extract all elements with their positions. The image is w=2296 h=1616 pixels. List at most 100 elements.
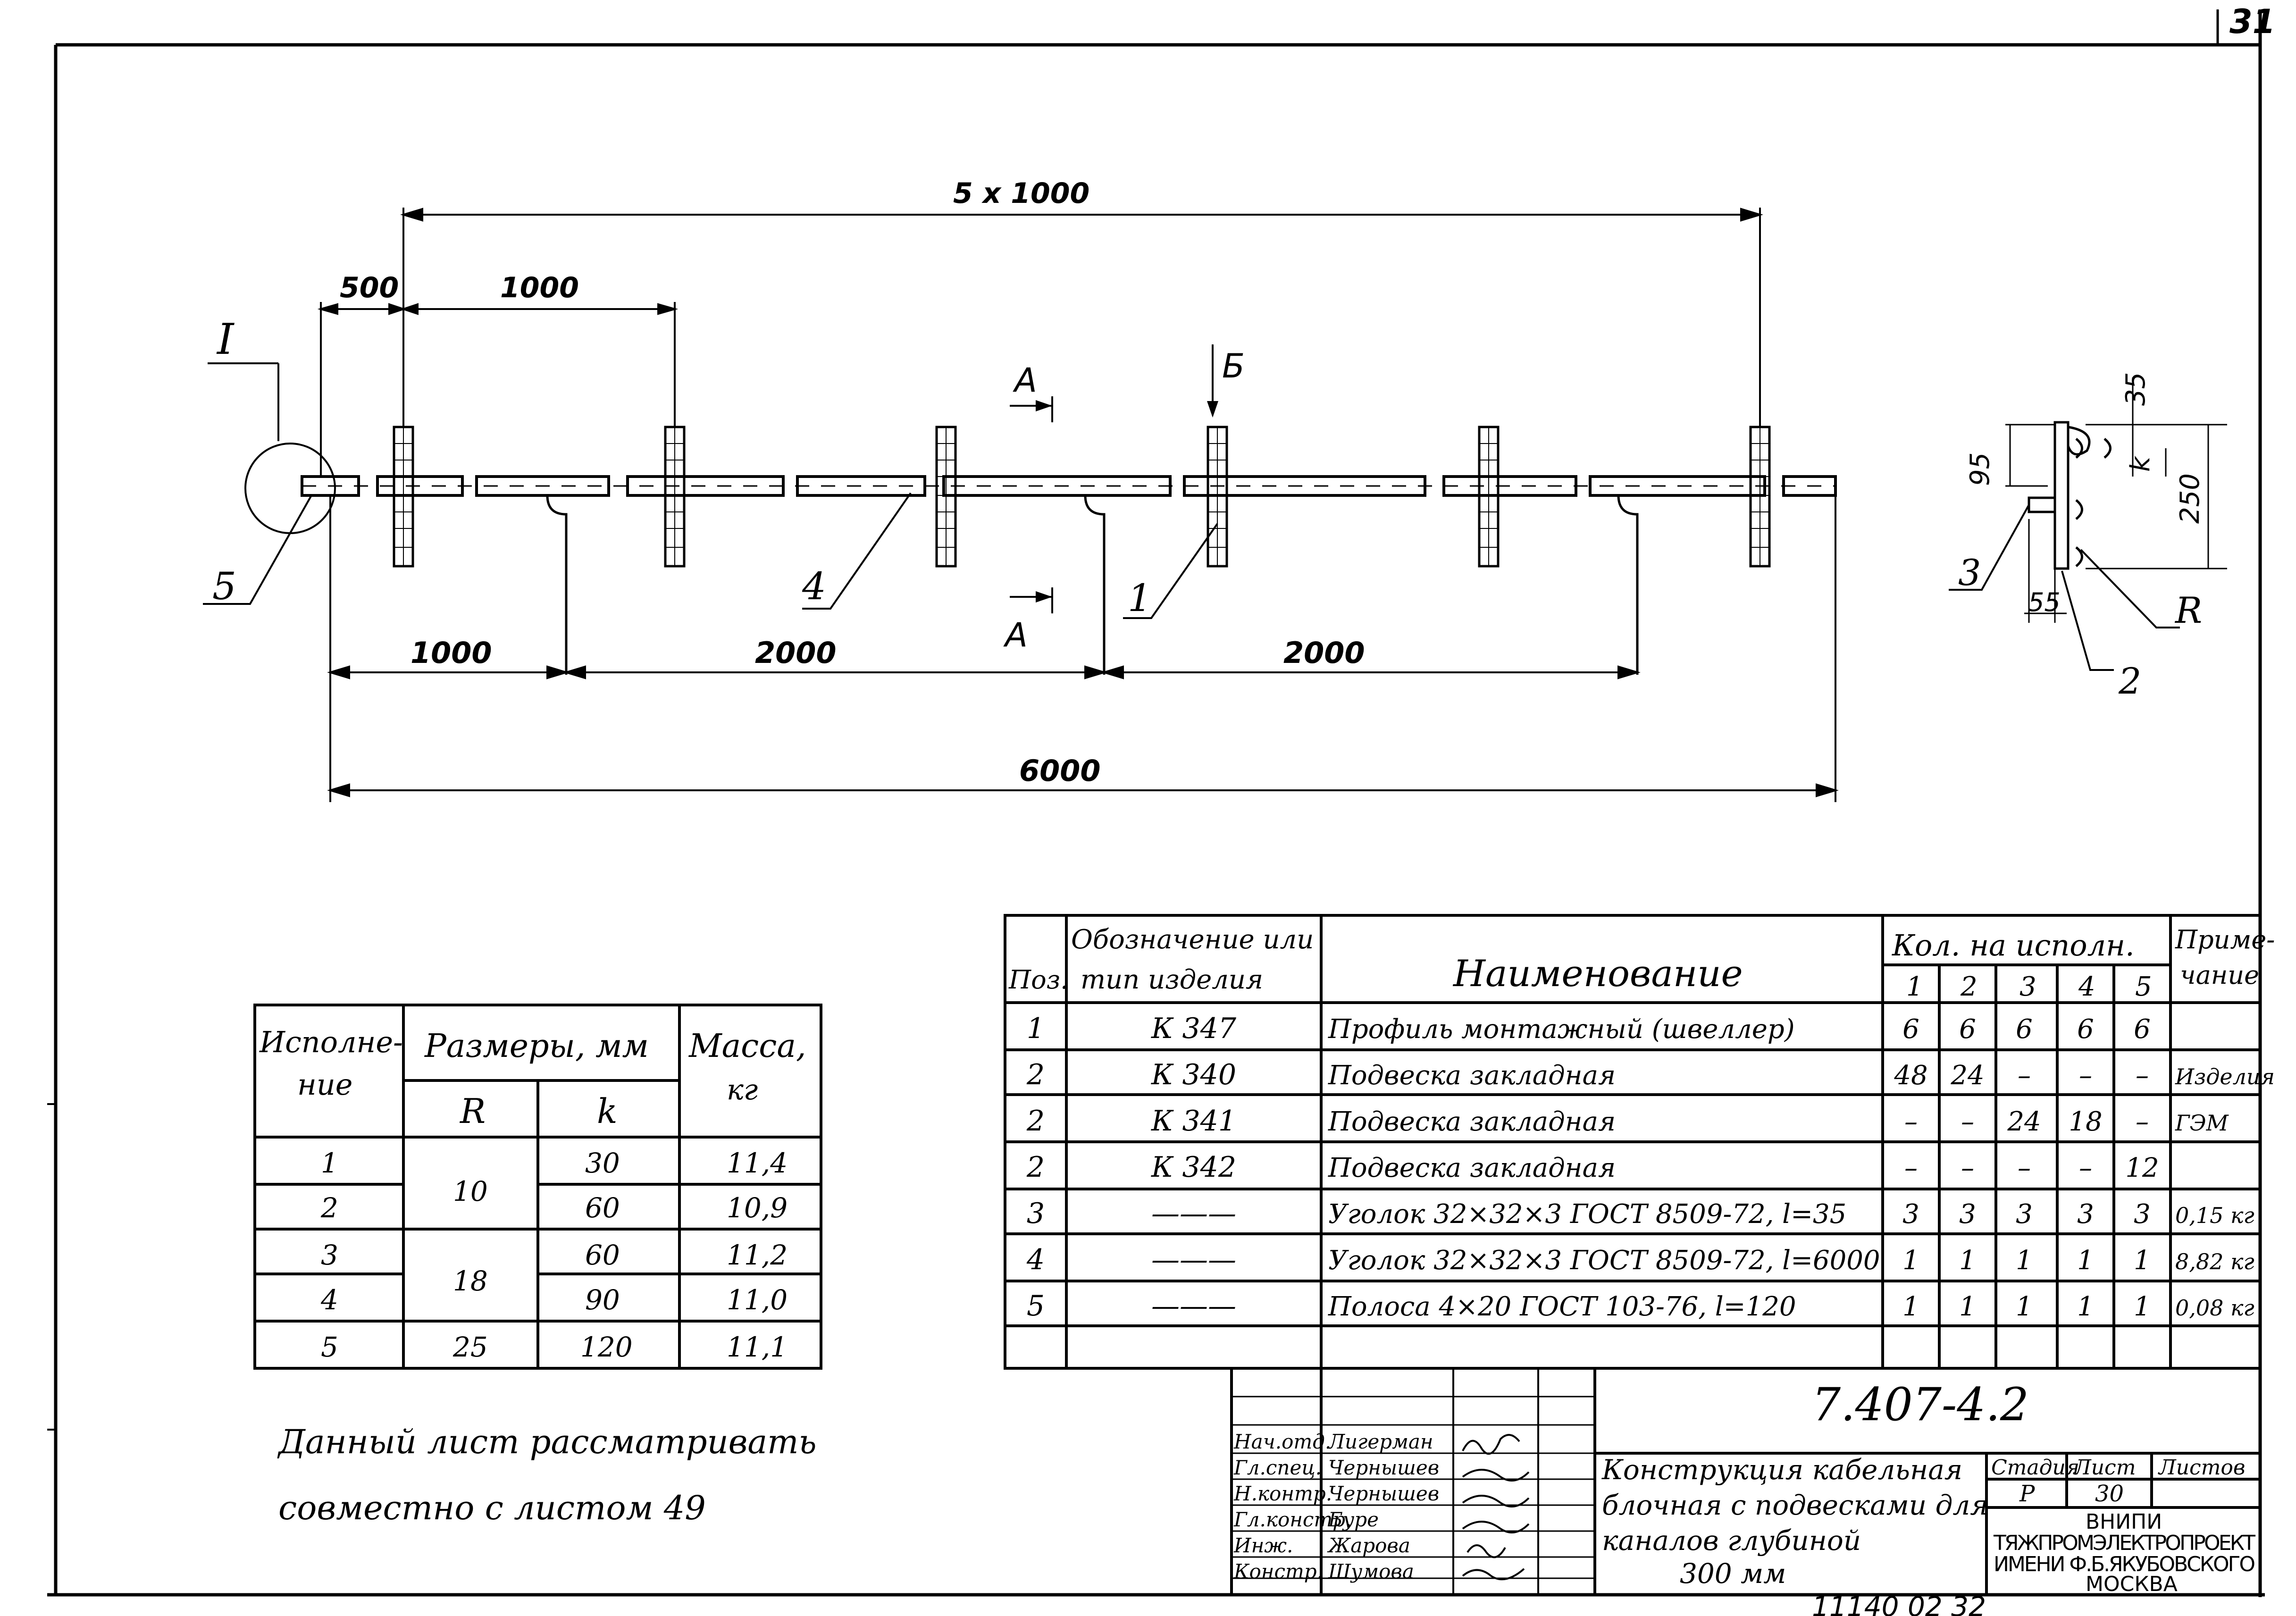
note-line-1: Данный лист рассматривать [277, 1423, 817, 1461]
spec-row-note: Изделия [2175, 1064, 2275, 1089]
spec-row-name: Профиль монтажный (швеллер) [1328, 1014, 1795, 1045]
signatures [1462, 1434, 1530, 1581]
organization: ВНИПИ ТЯЖПРОМЭЛЕКТРОПРОЕКТ ИМЕНИ Ф.Б.ЯКУ… [1993, 1510, 2255, 1596]
size-hdr-sizes: Размеры, мм [424, 1028, 649, 1065]
signer-role: Констр. [1233, 1560, 1323, 1583]
spec-row-designation: К 342 [1151, 1151, 1236, 1184]
spec-hdr-qty: Кол. на исполн. [1892, 928, 2135, 963]
callout-pos-5: 5 [212, 564, 236, 608]
size-hdr-variant-2: ние [297, 1067, 352, 1102]
dim-500: 500 [340, 271, 399, 304]
spec-row-qty: 1 [2077, 1291, 2094, 1322]
spec-row-qty: 6 [1959, 1014, 1976, 1045]
spec-row-pos: 2 [1026, 1151, 1045, 1184]
signers: Нач.отд.ЛигерманГл.спец.ЧернышевН.контр.… [1233, 1430, 1439, 1583]
size-hdr-variant-1: Исполне- [259, 1025, 403, 1059]
spec-row-qty: – [1961, 1106, 1974, 1137]
spec-row-qty: 24 [1950, 1060, 1984, 1091]
spec-row-qty: – [2079, 1153, 2092, 1183]
spec-row-qty: 1 [1902, 1291, 1919, 1322]
spec-row-designation: К 341 [1151, 1105, 1236, 1138]
title-line-1: Конструкция кабельная [1601, 1454, 1962, 1486]
spec-row-name: Подвеска закладная [1328, 1153, 1616, 1183]
dim-1000-pitch: 1000 [500, 271, 579, 304]
spec-row-qty: – [2018, 1153, 2031, 1183]
spec-row-qty: 1 [2134, 1245, 2151, 1276]
spec-row-qty: 3 [1959, 1199, 1976, 1230]
leader-lines [203, 344, 1218, 619]
spec-row-name: Подвеска закладная [1328, 1060, 1616, 1091]
bottom-archive-number: 11140 02 32 [1812, 1591, 1986, 1616]
spec-row-qty: 24 [2007, 1106, 2041, 1137]
size-row-4-k: 90 [585, 1284, 620, 1316]
signer-role: Н.контр. [1233, 1482, 1332, 1505]
spec-row-qty: 6 [2016, 1014, 2033, 1045]
bottom-dimensions [327, 495, 1839, 802]
spec-hdr-des-1: Обозначение или [1071, 924, 1314, 955]
sec-callout-2: 2 [2118, 660, 2141, 702]
note-line-2: совместно с листом 49 [278, 1489, 706, 1527]
sec-dim-55: 55 [2028, 587, 2061, 617]
dim-bottom-2000-a: 2000 [755, 636, 837, 670]
signer-name: Чернышев [1328, 1482, 1439, 1505]
signer-name: Буре [1328, 1508, 1379, 1531]
signer-name: Жарова [1327, 1534, 1410, 1557]
size-row-5-R: 25 [452, 1331, 488, 1363]
spec-row-qty: 6 [2077, 1014, 2094, 1045]
signer-role: Гл.констр. [1233, 1508, 1352, 1531]
spec-row-designation: К 340 [1151, 1058, 1236, 1091]
org-line-1: ВНИПИ [2086, 1510, 2162, 1534]
elevation-view [208, 362, 1837, 675]
dim-bottom-2000-b: 2000 [1283, 636, 1365, 670]
view-b-label: Б [1222, 347, 1245, 385]
top-dimensions [317, 208, 1763, 477]
size-row-2-k: 60 [585, 1192, 620, 1224]
sec-dim-k: k [2125, 455, 2156, 472]
spec-hdr-name: Наименование [1452, 953, 1743, 995]
section-a-top-label: A [1013, 361, 1037, 400]
spec-row-qty: 1 [1959, 1291, 1976, 1322]
org-line-2: ТЯЖПРОМЭЛЕКТРОПРОЕКТ [1993, 1531, 2255, 1555]
size-hdr-mass-2: кг [727, 1073, 758, 1106]
signer-name: Шумова [1328, 1560, 1414, 1583]
size-row-2-variant: 2 [320, 1192, 338, 1224]
spec-row-name: Полоса 4×20 ГОСТ 103-76, l=120 [1328, 1291, 1796, 1322]
spec-row-name: Уголок 32×32×3 ГОСТ 8509-72, l=6000 [1328, 1245, 1880, 1276]
spec-row-qty: 1 [2016, 1245, 2033, 1276]
sheets-label: Листов [2158, 1456, 2246, 1480]
spec-row-qty: 6 [2134, 1014, 2151, 1045]
size-row-4-variant: 4 [320, 1284, 338, 1316]
spec-row-qty: 1 [2134, 1291, 2151, 1322]
spec-row-qty: 3 [2016, 1199, 2033, 1230]
dim-6000: 6000 [1019, 754, 1101, 788]
section-view [1949, 377, 2227, 671]
spec-row-qty: 1 [1959, 1245, 1976, 1276]
spec-row-pos: 2 [1026, 1058, 1045, 1091]
title-line-4: 300 мм [1680, 1557, 1786, 1590]
sheet-number: 31 [2229, 2, 2275, 41]
spec-hdr-pos: Поз. [1008, 965, 1068, 995]
size-row-1-k: 30 [585, 1147, 620, 1179]
callout-pos-1: 1 [1128, 576, 1152, 620]
spec-row-qty: – [1961, 1153, 1974, 1183]
title-line-3: каналов глубиной [1602, 1524, 1861, 1557]
spec-row-qty: 3 [2077, 1199, 2094, 1230]
org-line-3: ИМЕНИ Ф.Б.ЯКУБОВСКОГО [1994, 1552, 2255, 1576]
doc-code: 7.407-4.2 [1812, 1378, 2029, 1431]
size-hdr-R: R [459, 1091, 486, 1131]
spec-hdr-q5: 5 [2135, 971, 2152, 1002]
signer-role: Нач.отд. [1233, 1430, 1331, 1453]
angle-brackets [546, 495, 1639, 675]
spec-row-qty: 1 [1902, 1245, 1919, 1276]
size-row-3-R: 18 [453, 1265, 488, 1297]
spec-row-qty: – [1904, 1106, 1918, 1137]
spec-row-qty: 3 [2134, 1199, 2151, 1230]
spec-row-pos: 4 [1026, 1243, 1045, 1276]
spec-row-qty: – [1904, 1153, 1918, 1183]
size-row-3-mass: 11,2 [727, 1239, 788, 1271]
size-table-rows: 1 10 30 11,4 2 60 10,9 3 18 60 11,2 4 90… [320, 1147, 788, 1363]
sec-callout-R: R [2174, 589, 2202, 631]
spec-row-note: 0,08 кг [2175, 1295, 2254, 1321]
spec-row-note: 0,15 кг [2175, 1203, 2254, 1228]
